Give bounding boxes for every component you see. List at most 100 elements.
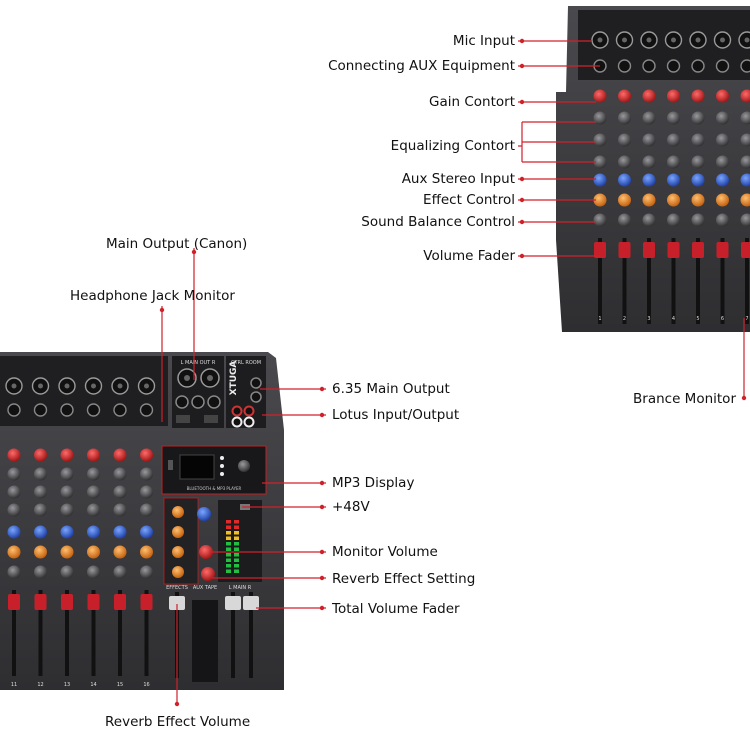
eq-low-knob bbox=[7, 503, 21, 517]
meter-led bbox=[234, 553, 239, 557]
section-label-main: L MAIN R bbox=[229, 585, 252, 591]
eq-high-knob bbox=[113, 467, 127, 481]
channel-strip-12: 12 bbox=[31, 377, 50, 688]
effect-socket bbox=[204, 415, 218, 423]
leader-dots bbox=[159, 38, 747, 707]
fader-track bbox=[671, 238, 676, 324]
fader-cap bbox=[34, 594, 47, 610]
eq-mid-knob bbox=[716, 133, 729, 147]
channel-number: 6 bbox=[721, 316, 724, 322]
section-label-aux: AUX TAPE bbox=[193, 585, 217, 591]
meter-led bbox=[234, 564, 239, 568]
eq-mid-knob bbox=[593, 133, 607, 147]
eq-high-knob bbox=[87, 467, 100, 481]
effect-knob bbox=[7, 545, 21, 559]
main-fader-cap-l bbox=[225, 596, 241, 610]
channel-strip-5: 5 bbox=[689, 31, 707, 324]
label-eq: Equalizing Contort bbox=[390, 138, 515, 154]
main-fader-track-r bbox=[249, 592, 253, 678]
balance-knob bbox=[740, 213, 750, 227]
balance-knob bbox=[60, 565, 74, 579]
line-jack-icon bbox=[666, 59, 681, 73]
jack-effect bbox=[207, 395, 221, 409]
meter-led bbox=[226, 531, 231, 535]
jack-phones bbox=[175, 395, 189, 409]
channel-number: 4 bbox=[672, 316, 675, 322]
eq-low-knob bbox=[87, 503, 100, 517]
channel-number: 12 bbox=[37, 682, 43, 688]
meter-led bbox=[226, 520, 231, 524]
effects-fader-cap bbox=[169, 596, 185, 610]
label-total-fader: Total Volume Fader bbox=[332, 601, 460, 617]
aux-knob bbox=[667, 173, 680, 187]
xlr-pin-icon bbox=[671, 37, 676, 43]
channel-number: 15 bbox=[117, 682, 123, 688]
eq-low-knob bbox=[691, 155, 705, 169]
aux-knob bbox=[716, 173, 729, 187]
level-meters bbox=[226, 520, 239, 573]
eq-mid-knob bbox=[691, 133, 705, 147]
eq-high-knob bbox=[740, 111, 750, 125]
xlr-pin-icon bbox=[11, 383, 17, 389]
fader-track bbox=[144, 590, 149, 676]
line-jack-icon bbox=[86, 403, 101, 417]
meter-led bbox=[234, 531, 239, 535]
fader-track bbox=[647, 238, 651, 324]
channel-number: 2 bbox=[623, 316, 626, 322]
line-jack-icon bbox=[617, 59, 632, 73]
effect-knob-1 bbox=[172, 506, 184, 518]
leader-eq bbox=[518, 121, 596, 163]
channel-strip-6: 6 bbox=[713, 31, 732, 324]
effect-knob bbox=[34, 545, 47, 559]
xlr-main-right bbox=[200, 368, 220, 388]
mp3-btn-1 bbox=[220, 456, 224, 460]
effect-knob-4 bbox=[172, 566, 184, 578]
fader-cap bbox=[87, 594, 100, 610]
fader-cap bbox=[61, 594, 73, 610]
fader-cap bbox=[114, 594, 126, 610]
channel-number: 16 bbox=[143, 682, 149, 688]
brand-logo: XTUGA bbox=[229, 361, 239, 396]
eq-high-knob bbox=[593, 111, 607, 125]
meter-led bbox=[234, 542, 239, 546]
label-48v: +48V bbox=[332, 499, 370, 515]
xlr-pin-icon bbox=[38, 383, 43, 389]
line-jack-icon bbox=[715, 59, 730, 73]
line-jack-icon bbox=[139, 403, 154, 417]
eq-mid-knob bbox=[87, 485, 100, 499]
mp3-level-knob bbox=[238, 460, 250, 472]
eq-mid-knob bbox=[60, 485, 74, 499]
meter-led bbox=[234, 558, 239, 562]
channel-strip-14: 14 bbox=[84, 377, 103, 688]
label-headphone: Headphone Jack Monitor bbox=[70, 288, 235, 304]
gain-knob bbox=[87, 448, 100, 462]
effect-knob bbox=[740, 193, 750, 207]
line-jack-icon bbox=[113, 403, 127, 417]
aux-knob bbox=[740, 173, 750, 187]
effect-knob bbox=[593, 193, 607, 207]
meter-led bbox=[234, 569, 239, 573]
meter-led bbox=[226, 569, 231, 573]
xlr-pin-icon bbox=[144, 383, 149, 389]
effect-knob bbox=[140, 545, 153, 559]
meter-led bbox=[234, 547, 239, 551]
balance-knob bbox=[716, 213, 729, 227]
eq-high-knob bbox=[716, 111, 729, 125]
effect-knob bbox=[667, 193, 680, 207]
aux-knob bbox=[642, 173, 656, 187]
label-balance: Sound Balance Control bbox=[361, 214, 515, 230]
eq-mid-knob bbox=[140, 485, 153, 499]
fader-track bbox=[622, 238, 627, 324]
channel-number: 5 bbox=[696, 316, 699, 322]
eq-high-knob bbox=[140, 467, 153, 481]
eq-mid-knob bbox=[642, 133, 656, 147]
aux-knob bbox=[34, 525, 47, 539]
meter-led bbox=[226, 564, 231, 568]
eq-high-knob bbox=[642, 111, 656, 125]
fader-cap bbox=[618, 242, 631, 258]
effect-knob-2 bbox=[172, 526, 184, 538]
fader-track bbox=[720, 238, 725, 324]
fader-cap bbox=[741, 242, 750, 258]
balance-knob bbox=[593, 213, 607, 227]
gain-knob bbox=[716, 89, 729, 103]
